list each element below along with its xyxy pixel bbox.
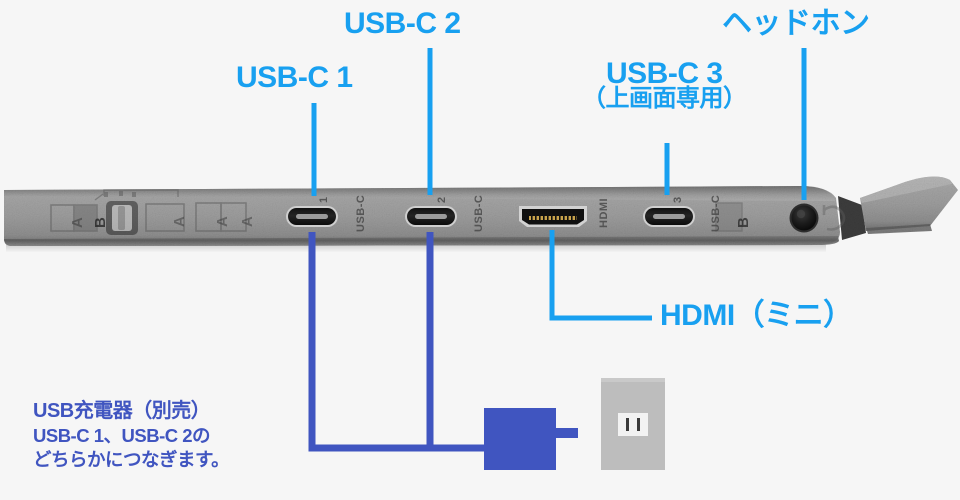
- device-mark-usbc2-number: 2: [436, 196, 448, 203]
- device-mark-usbc3-text: USB-C: [710, 194, 722, 232]
- molded-icon-group: [50, 189, 247, 235]
- outlet-slot-right: [637, 418, 640, 431]
- callout-label-usbc1: USB-C 1: [236, 61, 353, 94]
- device-shadow: [6, 243, 826, 252]
- headphone-icon: [822, 205, 846, 231]
- molded-icon-a4-label: A: [239, 215, 256, 227]
- wall-outlet: [601, 378, 665, 470]
- charger-cable: [308, 232, 485, 452]
- callout-label-usbc3: USB-C 3 （上画面専用）: [582, 58, 747, 112]
- cable-from-usbc1: [308, 232, 485, 452]
- molded-icon-a-label: A: [69, 216, 86, 228]
- charger-note: USB充電器（別売） USB-C 1、USB-C 2の どちらかにつなぎます。: [33, 399, 230, 472]
- callout-label-usbc3-line2: （上画面専用）: [582, 85, 747, 113]
- device-mark-usbc1-text: USB-C: [355, 194, 367, 232]
- leader-hdmi: [549, 230, 652, 321]
- molded-icon-a2-label: A: [171, 215, 188, 227]
- port-usbc-2: [405, 206, 457, 227]
- molded-icon-b2: [715, 202, 743, 232]
- charger-adapter: [484, 408, 578, 470]
- callout-leader-lines: [311, 48, 807, 321]
- callout-label-hdmi: HDMI（ミニ）: [660, 299, 853, 332]
- molded-icon-b-label: B: [92, 216, 109, 228]
- charger-note-line1: USB充電器（別売）: [33, 400, 211, 422]
- laptop-hinge: [838, 176, 958, 240]
- device-mark-usbc2-text: USB-C: [473, 194, 485, 232]
- device-mark-hdmi-text: HDMI: [598, 197, 610, 228]
- charger-plug-prong: [556, 428, 578, 438]
- molded-icon-a3-label: A: [214, 215, 231, 227]
- device-mark-usbc1-number: 1: [318, 196, 330, 203]
- callout-label-usbc3-line1: USB-C 3: [605, 57, 723, 90]
- port-usbc-3: [643, 206, 695, 227]
- port-headphone-jack: [789, 203, 819, 233]
- port-hdmi: [519, 206, 587, 227]
- callout-label-headphone: ヘッドホン: [722, 7, 870, 40]
- charger-note-line3: どちらかにつなぎます。: [33, 449, 230, 471]
- device-mark-usbc3-number: 3: [672, 196, 684, 203]
- port-usbc-1: [286, 206, 338, 227]
- outlet-slot-left: [626, 418, 629, 431]
- charger-note-line2: USB-C 1、USB-C 2の: [33, 425, 211, 446]
- molded-icon-b2-label: B: [735, 216, 752, 228]
- callout-label-usbc2: USB-C 2: [344, 7, 461, 40]
- outlet-socket-face: [618, 413, 648, 436]
